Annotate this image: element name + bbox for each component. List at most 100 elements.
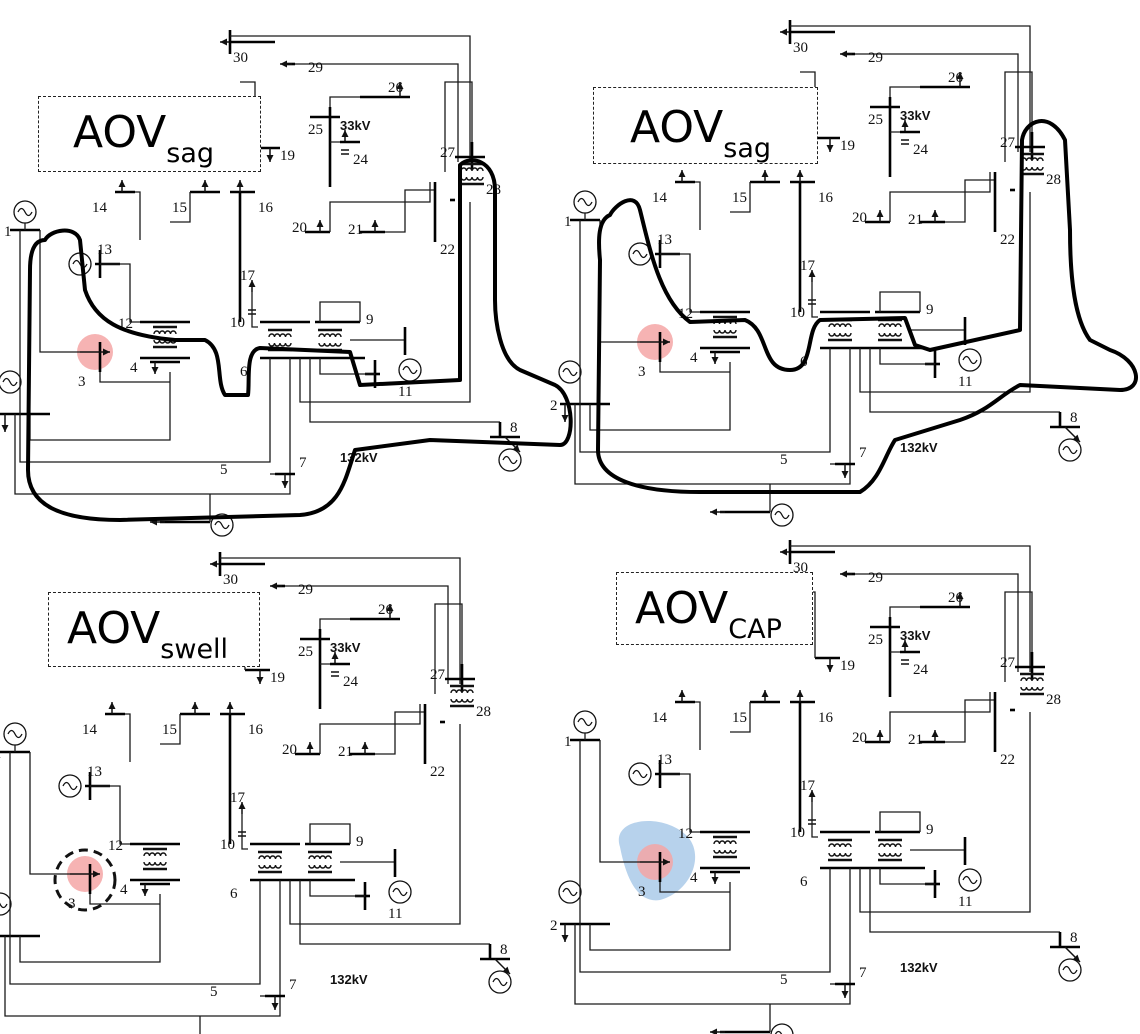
bus-label-6: 6 bbox=[230, 886, 238, 902]
capacitor-icon bbox=[901, 139, 909, 145]
load-arrow-icon bbox=[266, 148, 274, 162]
line-segment bbox=[574, 348, 851, 485]
load-arrow-icon bbox=[841, 984, 849, 998]
line-segment bbox=[309, 358, 500, 423]
bus-label-30: 30 bbox=[223, 572, 238, 588]
load-arrow-icon bbox=[386, 604, 394, 619]
bus-label-22: 22 bbox=[1000, 232, 1015, 248]
bus-label-17: 17 bbox=[230, 790, 246, 806]
line-segment bbox=[879, 348, 935, 365]
bus-label-26: 26 bbox=[948, 70, 964, 86]
line-segment bbox=[859, 192, 1031, 393]
bus-label-4: 4 bbox=[690, 350, 698, 366]
load-arrow-icon bbox=[118, 180, 126, 192]
bus-label-26: 26 bbox=[388, 80, 404, 96]
load-arrow-icon bbox=[210, 560, 220, 568]
line-segment bbox=[889, 692, 991, 742]
panel-1-title-box: AOVsag bbox=[38, 96, 261, 172]
panel-2-title-box: AOVsag bbox=[593, 87, 818, 164]
bus-label-30: 30 bbox=[233, 50, 248, 66]
load-arrow-icon bbox=[270, 582, 282, 590]
bus-label-24: 24 bbox=[343, 674, 359, 690]
generator-icon bbox=[770, 1023, 794, 1034]
bus-label-3: 3 bbox=[638, 884, 646, 900]
line-segment bbox=[660, 773, 700, 833]
line-segment bbox=[589, 882, 731, 951]
line-segment bbox=[19, 230, 271, 463]
bus-label-9: 9 bbox=[366, 312, 374, 328]
line-segment bbox=[170, 192, 191, 223]
line-segment bbox=[589, 362, 731, 431]
load-arrow-icon bbox=[256, 670, 264, 684]
bus-label-13: 13 bbox=[87, 764, 102, 780]
bus-label-5: 5 bbox=[220, 462, 228, 478]
generator-icon bbox=[770, 503, 794, 527]
bus-label-19: 19 bbox=[840, 138, 855, 154]
line-segment bbox=[579, 220, 831, 453]
load-arrow-icon bbox=[808, 790, 816, 802]
panel-2-title: AOVsag bbox=[630, 102, 772, 164]
bus-label-28: 28 bbox=[1046, 692, 1061, 708]
load-arrow-icon bbox=[956, 72, 964, 87]
generator-icon bbox=[210, 513, 234, 537]
generator-icon bbox=[398, 358, 422, 382]
line-segment bbox=[811, 282, 818, 318]
bus-label-22: 22 bbox=[1000, 752, 1015, 768]
bus-label-26: 26 bbox=[948, 590, 964, 606]
line-segment bbox=[730, 182, 751, 213]
line-segment bbox=[319, 618, 350, 639]
load-arrow-icon bbox=[280, 60, 292, 68]
line-segment bbox=[295, 63, 459, 162]
generator-icon bbox=[958, 348, 982, 372]
bus-label-9: 9 bbox=[926, 302, 934, 318]
label-33kv: 33kV bbox=[340, 118, 371, 133]
load-arrow-icon bbox=[371, 220, 379, 232]
bus-label-7: 7 bbox=[859, 445, 867, 461]
line-segment bbox=[945, 699, 995, 743]
line-segment bbox=[811, 802, 818, 838]
bus-label-14: 14 bbox=[82, 722, 98, 738]
line-segment bbox=[99, 372, 170, 383]
load-arrow-icon bbox=[901, 640, 909, 652]
bus-label-25: 25 bbox=[868, 112, 883, 128]
load-arrow-icon bbox=[238, 802, 246, 814]
bus-label-30: 30 bbox=[793, 40, 808, 56]
bus-label-7: 7 bbox=[299, 455, 307, 471]
bus-label-15: 15 bbox=[172, 200, 187, 216]
bus-label-4: 4 bbox=[120, 882, 128, 898]
load-arrow-icon bbox=[796, 690, 804, 702]
load-arrow-icon bbox=[901, 120, 909, 132]
label-132kv: 132kV bbox=[340, 450, 378, 465]
bus-label-27: 27 bbox=[440, 145, 456, 161]
bus-label-24: 24 bbox=[913, 142, 929, 158]
line-segment bbox=[945, 179, 995, 223]
bus-label-26: 26 bbox=[378, 602, 394, 618]
load-arrow-icon bbox=[248, 280, 256, 292]
bus-label-17: 17 bbox=[800, 778, 816, 794]
bus-label-1: 1 bbox=[564, 734, 572, 750]
bus-label-10: 10 bbox=[790, 825, 805, 841]
bus-label-3: 3 bbox=[68, 896, 76, 912]
bus-label-8: 8 bbox=[500, 942, 508, 958]
line-segment bbox=[135, 191, 141, 240]
load-arrow-icon bbox=[236, 180, 244, 192]
transformer-icon bbox=[828, 838, 852, 862]
load-arrow-icon bbox=[306, 742, 314, 754]
bus-label-2: 2 bbox=[550, 918, 558, 934]
bus-label-29: 29 bbox=[868, 50, 883, 66]
line-segment bbox=[869, 348, 1060, 413]
bus-label-24: 24 bbox=[353, 152, 369, 168]
load-arrow-icon bbox=[826, 138, 834, 152]
line-segment bbox=[4, 880, 281, 1017]
bus-label-10: 10 bbox=[790, 305, 805, 321]
line-segment bbox=[29, 752, 70, 875]
load-arrow-icon bbox=[331, 652, 339, 664]
generator-icon bbox=[573, 710, 597, 734]
load-arrow-icon bbox=[826, 658, 834, 672]
load-arrow-icon bbox=[956, 592, 964, 607]
bus-label-21: 21 bbox=[908, 732, 923, 748]
bus-label-12: 12 bbox=[108, 838, 123, 854]
line-segment bbox=[319, 704, 421, 754]
load-arrow-icon bbox=[561, 404, 569, 422]
bus-label-20: 20 bbox=[292, 220, 307, 236]
